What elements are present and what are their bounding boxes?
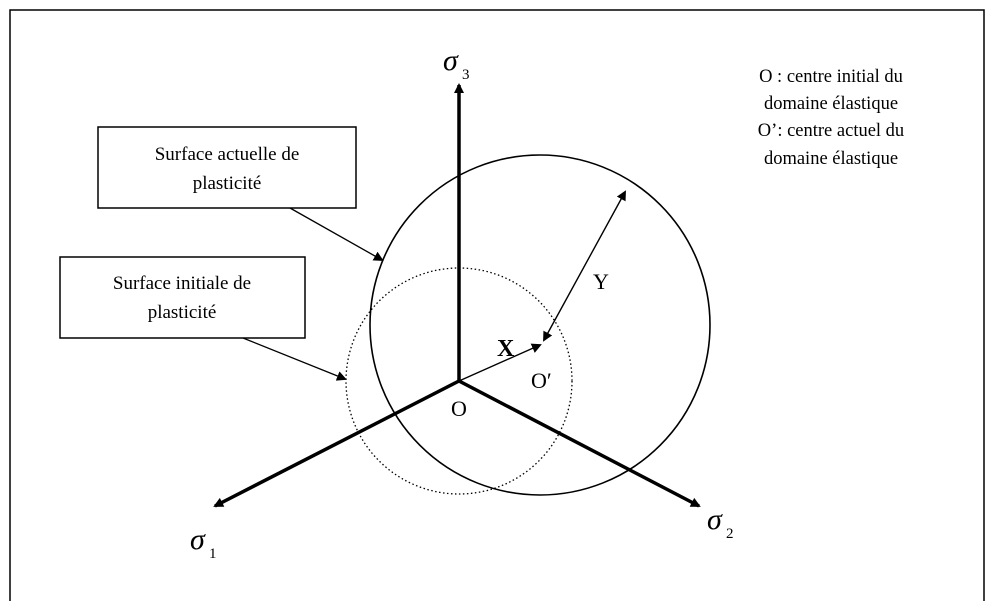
- initial-surface-label-box: Surface initiale de plasticité: [59, 256, 306, 339]
- origin-label: O: [451, 396, 467, 421]
- x-vector-arrow: [458, 343, 542, 382]
- legend-line-4: domaine élastique: [764, 149, 898, 169]
- legend-line-1: O : centre initial du: [759, 67, 903, 87]
- current-surface-label-line-1: Surface actuelle de: [155, 144, 300, 165]
- current-surface-label-box: Surface actuelle de plasticité: [97, 126, 357, 209]
- current-surface-leader-arrow: [289, 207, 384, 261]
- current-surface-box-rect: [97, 126, 357, 209]
- sigma1-axis: [213, 379, 460, 508]
- current-center-label: O′: [531, 368, 552, 393]
- sigma2-axis: [458, 379, 701, 508]
- x-vector-label: X: [497, 336, 515, 362]
- initial-yield-surface: [345, 267, 573, 495]
- sigma3-label: σ 3: [443, 44, 470, 83]
- figure-frame: [9, 9, 985, 601]
- sigma1-subscript: 1: [209, 546, 217, 562]
- legend: O : centre initial du domaine élastique …: [758, 67, 904, 169]
- initial-surface-leader-arrow: [242, 337, 347, 381]
- legend-line-2: domaine élastique: [764, 94, 898, 114]
- sigma2-symbol: σ: [707, 503, 723, 536]
- sigma1-symbol: σ: [190, 523, 206, 556]
- sigma3-subscript: 3: [462, 67, 470, 83]
- current-yield-surface: [369, 154, 711, 496]
- sigma3-symbol: σ: [443, 44, 459, 77]
- y-radius-arrow: [543, 190, 626, 342]
- current-surface-label-line-2: plasticité: [193, 173, 262, 194]
- sigma2-subscript: 2: [726, 526, 734, 542]
- y-vector-label: Y: [593, 269, 609, 294]
- sigma1-label: σ 1: [190, 523, 217, 562]
- initial-surface-label-line-1: Surface initiale de: [113, 273, 251, 294]
- sigma2-label: σ 2: [707, 503, 734, 542]
- initial-surface-label-line-2: plasticité: [148, 302, 217, 323]
- initial-surface-box-rect: [59, 256, 306, 339]
- legend-line-3: O’: centre actuel du: [758, 121, 904, 141]
